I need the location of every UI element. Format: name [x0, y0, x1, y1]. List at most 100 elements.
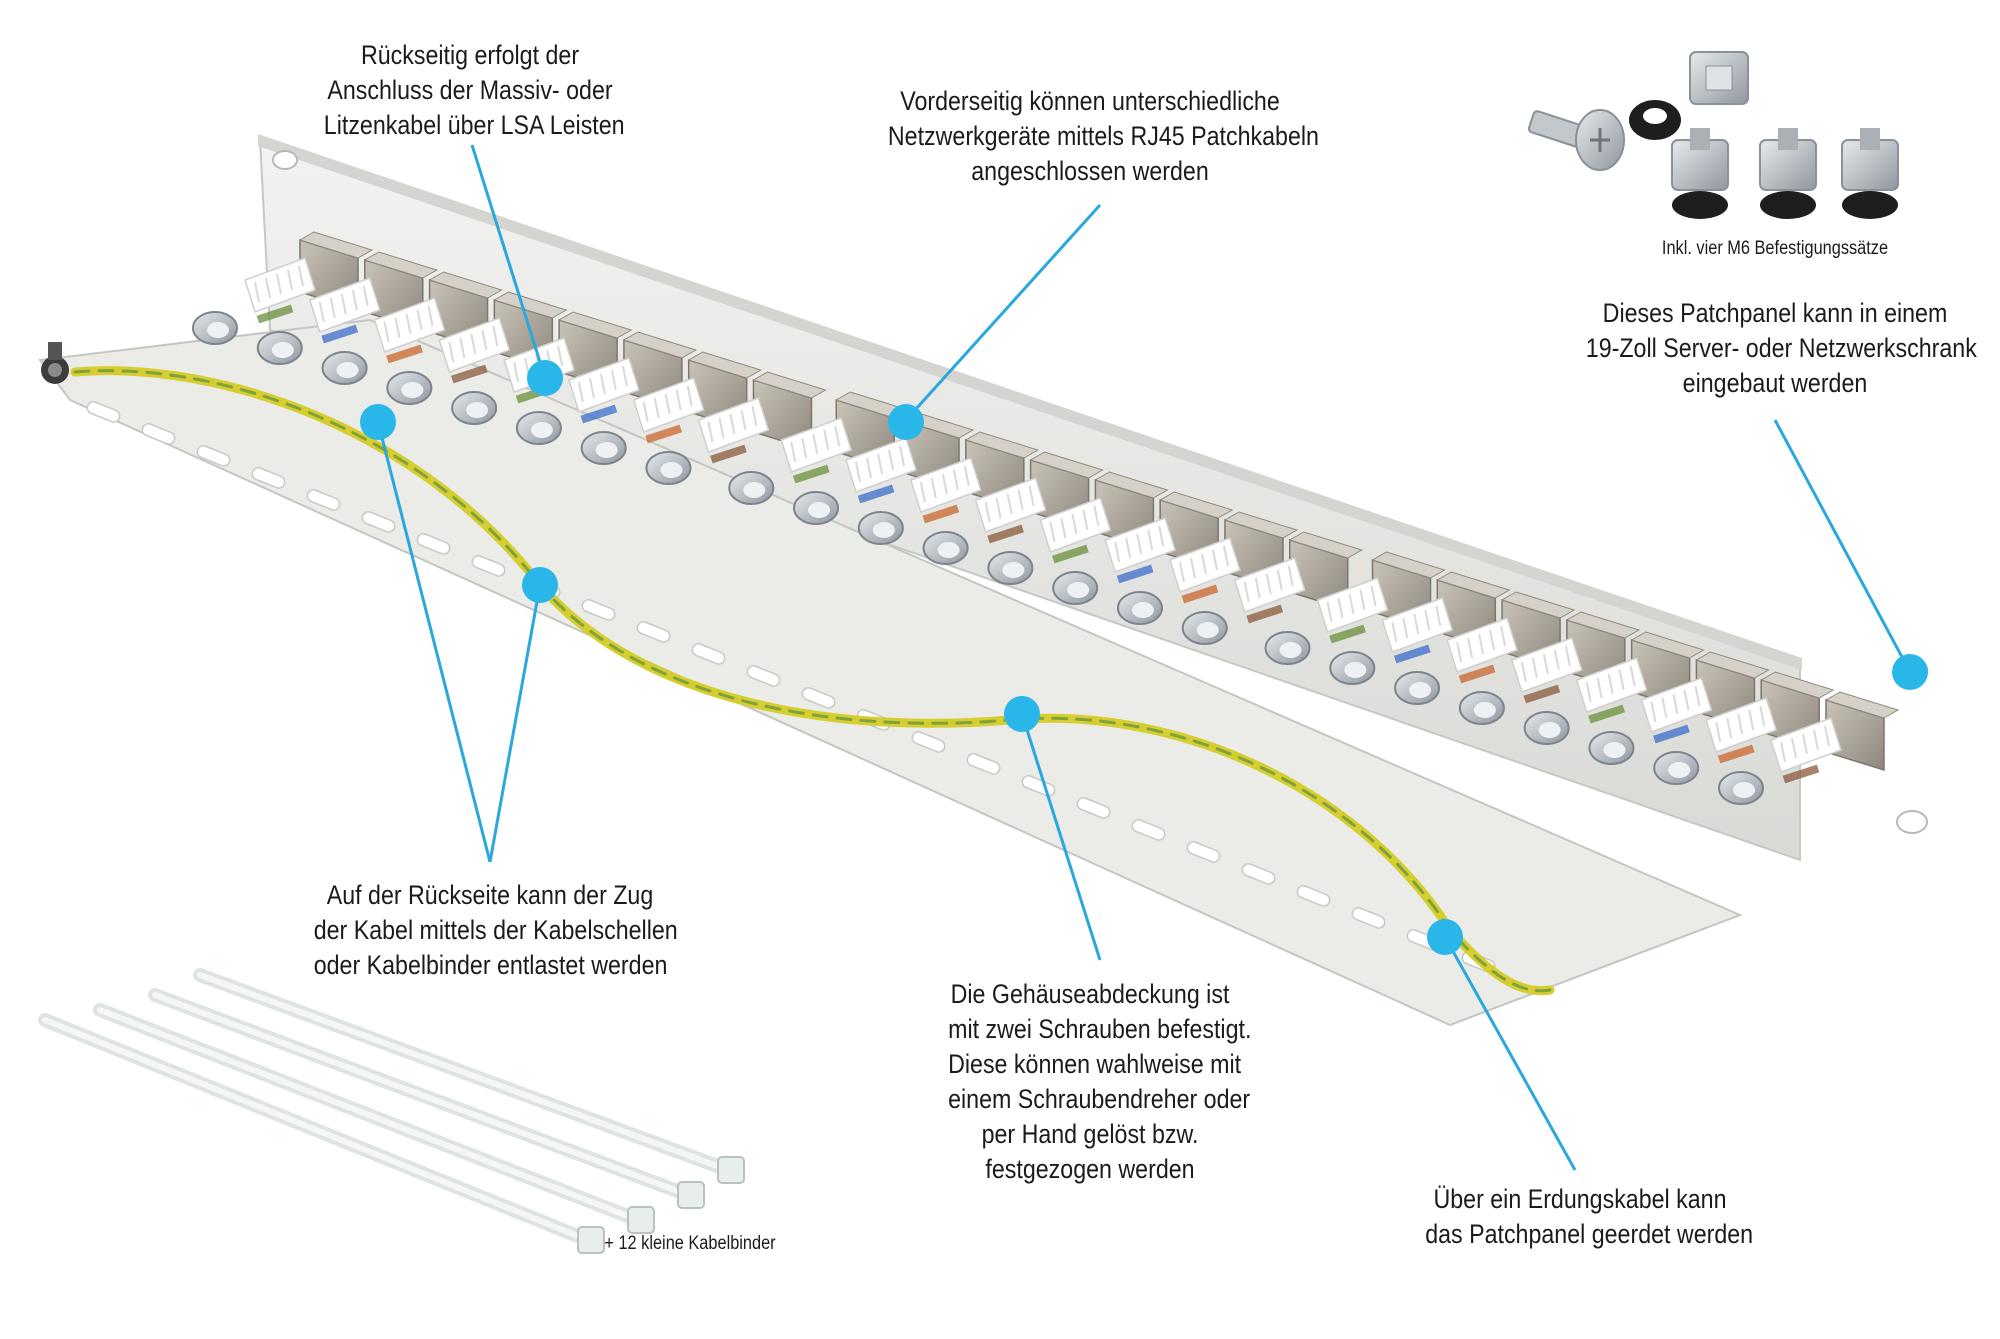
annotation-cover-line: einem Schraubendreher oder — [948, 1084, 1251, 1114]
annotation-cover-line: Diese können wahlweise mit — [948, 1049, 1242, 1079]
cable-clamp — [1523, 711, 1570, 745]
tray-slot — [746, 665, 781, 687]
rj45-port — [1824, 691, 1900, 772]
cable-clamp — [1052, 571, 1099, 605]
annotation-ground-line: Über ein Erdungskabel kann — [1433, 1184, 1727, 1214]
tray-slot — [966, 753, 1001, 775]
lsa-block — [1705, 697, 1778, 764]
lsa-block — [1770, 717, 1842, 784]
lsa-block — [308, 277, 381, 344]
lsa-block — [845, 437, 917, 504]
lsa-block — [1039, 497, 1112, 564]
callout-line-rack — [1773, 419, 1912, 673]
annotation-front-line: Netzwerkgeräte mittels RJ45 Patchkabeln — [887, 121, 1319, 151]
annotation-cable-ties: + 12 kleine Kabelbinder — [595, 1232, 784, 1256]
callout-dot-ground — [1427, 919, 1463, 955]
tray-slot — [801, 687, 836, 709]
lsa-block — [1381, 597, 1454, 664]
annotation-rack: Dieses Patchpanel kann in einem 19-Zoll … — [1585, 296, 1977, 401]
cable-clamp — [515, 411, 562, 445]
annotation-cover-line: per Hand gelöst bzw. — [981, 1119, 1199, 1149]
callout-line-lsa — [470, 144, 547, 379]
callout-line-cover — [1020, 713, 1102, 961]
tray-slot — [911, 731, 946, 753]
cage-nut-icon — [1671, 128, 1729, 219]
cable-clamp — [1458, 691, 1505, 725]
cable-clamp — [1588, 731, 1635, 765]
cable-clamp — [1718, 771, 1764, 805]
cage-nut-icon — [1759, 128, 1817, 219]
tray-slot — [1296, 885, 1331, 907]
panel-bottom-tray — [38, 318, 1743, 1027]
cable-clamp — [386, 371, 433, 405]
cable-clamp — [256, 331, 303, 365]
cable-clamps — [192, 311, 1764, 805]
tray-slot — [1351, 907, 1386, 929]
lsa-block — [1316, 577, 1389, 644]
cable-clamp — [793, 491, 840, 525]
cable-clamp — [1264, 631, 1311, 665]
cage-nut-icon — [1689, 51, 1749, 105]
cable-clamp — [857, 511, 904, 545]
callout-dot-lsa — [527, 360, 563, 396]
lsa-block — [1575, 657, 1648, 724]
m6-mounting-kit — [1527, 51, 1899, 219]
lsa-block — [1169, 537, 1241, 604]
tray-slot — [1241, 863, 1276, 885]
callout-dots — [360, 360, 1928, 955]
lsa-block — [974, 477, 1047, 544]
callout-line-front — [904, 203, 1102, 422]
cable-clamp — [1394, 671, 1441, 705]
callout-dot-clamp — [360, 404, 396, 440]
tray-slot — [306, 489, 341, 511]
cable-clamp — [645, 451, 692, 485]
tray-slot — [251, 467, 286, 489]
lsa-block — [1446, 617, 1519, 684]
annotation-rack-line: 19-Zoll Server- oder Netzwerkschrank — [1585, 333, 1977, 363]
annotation-ground-line: das Patchpanel geerdet werden — [1425, 1219, 1754, 1249]
tray-slot — [471, 555, 506, 577]
washer-icon — [1629, 100, 1681, 140]
cable-clamp — [1329, 651, 1376, 685]
lsa-block — [373, 297, 446, 364]
lsa-block — [697, 397, 770, 464]
tray-slot — [1186, 841, 1221, 863]
tray-slot — [636, 621, 671, 643]
annotation-strain-relief-line: der Kabel mittels der Kabelschellen — [313, 915, 678, 945]
callout-line-ground — [1443, 936, 1577, 1171]
lsa-block — [567, 357, 640, 424]
cage-nut-icon — [1841, 128, 1899, 219]
tray-slot — [416, 533, 451, 555]
cable-clamp — [192, 311, 238, 345]
annotation-lsa-line: Rückseitig erfolgt der — [360, 40, 580, 70]
annotation-cover-line: mit zwei Schrauben befestigt. — [948, 1014, 1252, 1044]
annotation-strain-relief-line: oder Kabelbinder entlastet werden — [313, 950, 668, 980]
callout-dot-cover — [1004, 696, 1040, 732]
screw-icon — [1527, 109, 1625, 171]
lsa-block — [1510, 637, 1583, 704]
tray-slot — [691, 643, 726, 665]
cable-clamp — [1653, 751, 1700, 785]
callout-line-strain-a — [376, 421, 492, 863]
cable-clamp — [321, 351, 368, 385]
callout-dot-rack — [1892, 654, 1928, 690]
lsa-block — [632, 377, 705, 444]
annotation-mounting-kit-line: Inkl. vier M6 Befestigungssätze — [1661, 238, 1889, 259]
annotation-cable-ties-line: + 12 kleine Kabelbinder — [604, 1233, 776, 1254]
tray-slot — [581, 599, 616, 621]
lsa-block — [438, 317, 511, 384]
annotation-front-line: Vorderseitig können unterschiedliche — [900, 86, 1280, 116]
lsa-block — [780, 417, 853, 484]
annotation-cover: Die Gehäuseabdeckung ist mit zwei Schrau… — [948, 977, 1252, 1187]
tray-slot — [361, 511, 396, 533]
cable-clamp — [451, 391, 498, 425]
annotation-front-line: angeschlossen werden — [971, 156, 1209, 186]
annotation-rack-line: eingebaut werden — [1682, 368, 1868, 398]
cable-tie — [38, 1013, 605, 1254]
panel-top-edge — [258, 134, 1802, 670]
tray-slot — [1131, 819, 1166, 841]
lsa-terminal-blocks — [244, 257, 1842, 784]
lsa-block — [909, 457, 982, 524]
